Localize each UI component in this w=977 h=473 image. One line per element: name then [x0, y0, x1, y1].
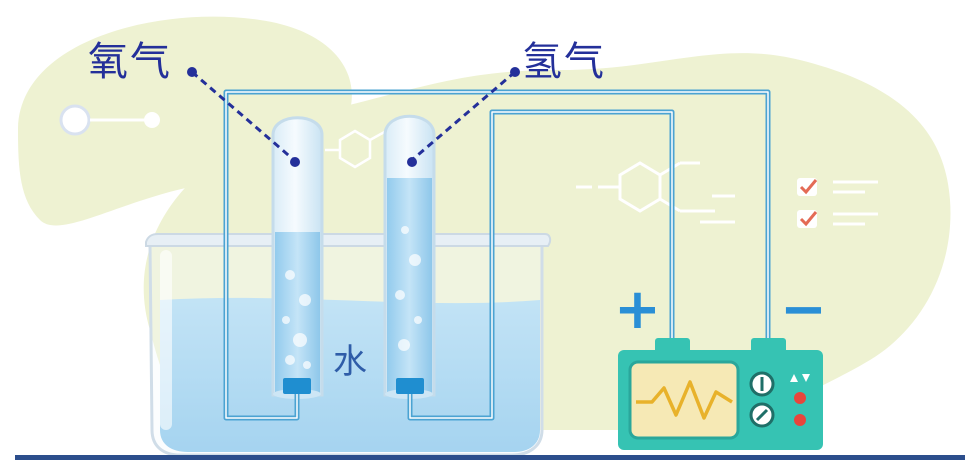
- arrow-down-icon: [802, 374, 810, 382]
- background-blob-left: [18, 16, 352, 226]
- positive-terminal-sign: +: [614, 277, 661, 342]
- hydrogen-label: 氢气: [522, 39, 606, 85]
- wire-outer-inner: [225, 91, 769, 419]
- hydrogen-leader-dot: [510, 67, 520, 77]
- wire-inner-core: [409, 111, 673, 419]
- hydrogen-point-dot: [407, 157, 417, 167]
- beaker-water: [160, 297, 540, 452]
- oxygen-point-dot: [290, 157, 300, 167]
- test-tube-hydrogen: [383, 114, 436, 399]
- waveform-icon: [636, 380, 733, 420]
- decorative-node: [59, 104, 160, 136]
- table-base-line: [15, 455, 965, 460]
- power-supply: [618, 338, 823, 450]
- negative-terminal-sign: −: [780, 277, 827, 342]
- molecule-icon: [576, 161, 735, 224]
- water-label: 水: [333, 342, 369, 382]
- electrode-right: [396, 378, 424, 394]
- electrode-left: [283, 378, 311, 394]
- beaker: [145, 233, 552, 457]
- red-button-bottom: [794, 414, 806, 426]
- red-button-top: [794, 392, 806, 404]
- arrow-up-icon: [790, 374, 798, 382]
- checklist-icon: [797, 178, 878, 228]
- oxygen-label: 氧气: [88, 39, 172, 85]
- oxygen-leader-line: [191, 70, 295, 162]
- hydrogen-leader-line: [411, 70, 516, 162]
- oxygen-leader-dot: [187, 67, 197, 77]
